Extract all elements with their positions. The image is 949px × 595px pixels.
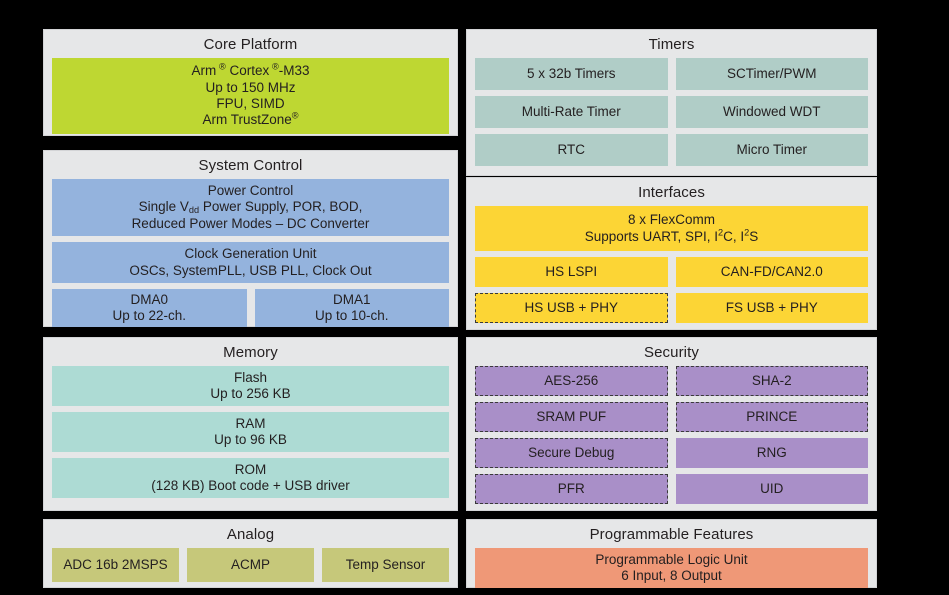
core-line-1: Arm ® Cortex ®-M33 (191, 61, 310, 79)
block-hs-lspi: HS LSPI (475, 257, 668, 287)
flash-detail: Up to 256 KB (210, 386, 291, 401)
panel-interfaces: Interfaces 8 x FlexComm Supports UART, S… (466, 177, 877, 330)
power-control-title: Power Control (207, 182, 294, 198)
panel-title-memory: Memory (223, 344, 278, 361)
rom-detail: (128 KB) Boot code + USB driver (151, 478, 350, 493)
power-control-detail-2: Reduced Power Modes – DC Converter (131, 215, 370, 231)
block-dma0: DMA0 Up to 22-ch. (52, 289, 247, 327)
ram-title: RAM (235, 415, 266, 431)
block-rtc: RTC (475, 134, 668, 166)
ram-detail: Up to 96 KB (214, 432, 287, 447)
block-prince: PRINCE (675, 402, 868, 432)
panel-memory: Memory Flash Up to 256 KB RAM Up to 96 K… (43, 337, 458, 511)
flash-title: Flash (233, 369, 267, 385)
block-multi-rate-timer: Multi-Rate Timer (475, 96, 668, 128)
panel-analog: Analog ADC 16b 2MSPS ACMP Temp Sensor (43, 519, 458, 588)
core-line-3: FPU, SIMD (216, 96, 285, 111)
flexcomm-detail: Supports UART, SPI, I2C, I2S (584, 227, 759, 244)
block-dma1: DMA1 Up to 10-ch. (254, 289, 449, 327)
block-micro-timer: Micro Timer (675, 134, 868, 166)
block-temp-sensor: Temp Sensor (322, 548, 449, 582)
block-fs-usb-phy: FS USB + PHY (675, 293, 868, 323)
block-acmp: ACMP (187, 548, 314, 582)
block-rom: ROM (128 KB) Boot code + USB driver (52, 458, 449, 498)
block-clock-generation-unit: Clock Generation Unit OSCs, SystemPLL, U… (52, 242, 449, 283)
block-arm-cortex-m33: Arm ® Cortex ®-M33 Up to 150 MHz FPU, SI… (52, 58, 449, 134)
dma1-detail: Up to 10-ch. (314, 308, 389, 323)
panel-title-analog: Analog (226, 526, 275, 543)
panel-title-security: Security (644, 344, 699, 361)
panel-title-programmable-features: Programmable Features (589, 526, 754, 543)
flexcomm-title: 8 x FlexComm (627, 212, 715, 228)
block-hs-usb-phy: HS USB + PHY (475, 293, 668, 323)
block-rng: RNG (675, 438, 868, 468)
rom-title: ROM (234, 461, 267, 477)
block-uid: UID (675, 474, 868, 504)
panel-core-platform: Core Platform Arm ® Cortex ®-M33 Up to 1… (43, 29, 458, 136)
panel-title-interfaces: Interfaces (638, 184, 705, 201)
block-pfr: PFR (475, 474, 668, 504)
panel-title-timers: Timers (648, 36, 695, 53)
power-control-detail-1: Single Vdd Power Supply, POR, BOD, (138, 199, 363, 216)
block-sctimer-pwm: SCTimer/PWM (675, 58, 868, 90)
clock-detail: OSCs, SystemPLL, USB PLL, Clock Out (129, 262, 372, 278)
panel-system-control: System Control Power Control Single Vdd … (43, 150, 458, 327)
block-flexcomm: 8 x FlexComm Supports UART, SPI, I2C, I2… (475, 206, 868, 251)
plu-detail: 6 Input, 8 Output (621, 568, 722, 583)
block-ram: RAM Up to 96 KB (52, 412, 449, 452)
panel-security: Security AES-256 SHA-2 SRAM PUF PRINCE S… (466, 337, 877, 511)
block-power-control: Power Control Single Vdd Power Supply, P… (52, 179, 449, 236)
core-line-4: Arm TrustZone® (202, 110, 299, 128)
plu-title: Programmable Logic Unit (595, 551, 748, 567)
block-sha-2: SHA-2 (675, 366, 868, 396)
block-aes-256: AES-256 (475, 366, 668, 396)
block-flash: Flash Up to 256 KB (52, 366, 449, 406)
panel-programmable-features: Programmable Features Programmable Logic… (466, 519, 877, 588)
block-programmable-logic-unit: Programmable Logic Unit 6 Input, 8 Outpu… (475, 548, 868, 588)
block-windowed-wdt: Windowed WDT (675, 96, 868, 128)
block-32b-timers: 5 x 32b Timers (475, 58, 668, 90)
block-adc: ADC 16b 2MSPS (52, 548, 179, 582)
dma0-title: DMA0 (130, 291, 168, 307)
clock-title: Clock Generation Unit (184, 246, 317, 262)
panel-timers: Timers 5 x 32b Timers SCTimer/PWM Multi-… (466, 29, 877, 176)
dma0-detail: Up to 22-ch. (112, 308, 187, 323)
dma1-title: DMA1 (332, 291, 371, 307)
block-sram-puf: SRAM PUF (475, 402, 668, 432)
panel-title-system-control: System Control (198, 157, 303, 174)
panel-title-core-platform: Core Platform (203, 36, 298, 53)
block-can-fd: CAN-FD/CAN2.0 (675, 257, 868, 287)
core-line-2: Up to 150 MHz (205, 79, 296, 95)
block-secure-debug: Secure Debug (475, 438, 668, 468)
